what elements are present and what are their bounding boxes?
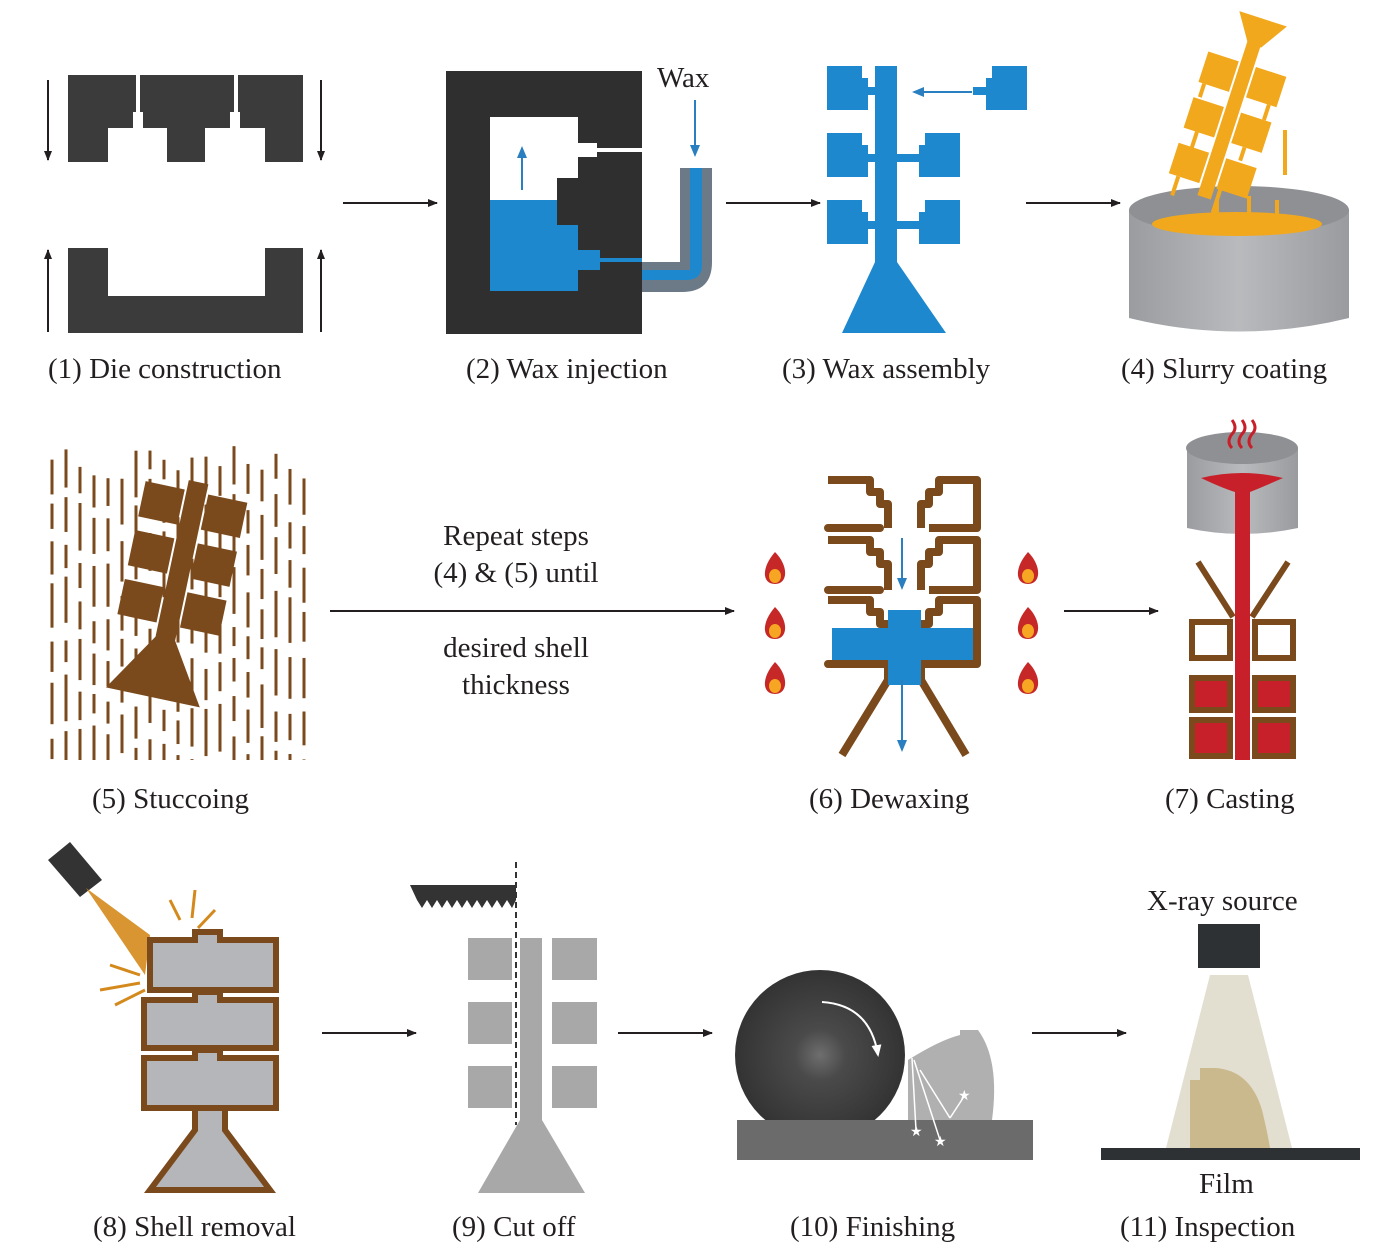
step6-dewax-illustration — [764, 476, 1039, 758]
saw-blade-icon — [410, 885, 516, 908]
step11-inspection-illustration — [1101, 924, 1360, 1160]
xray-source — [1198, 924, 1260, 968]
step3-wax-tree-illustration — [827, 66, 1027, 333]
workpiece — [908, 1030, 995, 1120]
slurry-surface — [1152, 212, 1322, 236]
step6-label: (6) Dewaxing — [809, 783, 970, 815]
step3-label: (3) Wax assembly — [782, 353, 991, 385]
flame-core — [1022, 569, 1034, 583]
wax-pattern-left — [827, 66, 875, 244]
step9-label: (9) Cut off — [452, 1211, 576, 1243]
step7-casting-illustration — [1186, 419, 1298, 760]
coated-wax-tree — [1168, 11, 1287, 214]
svg-text:★: ★ — [910, 1125, 923, 1140]
step5-label: (5) Stuccoing — [92, 783, 250, 815]
die-top-half — [68, 75, 303, 162]
heat-steam-icon — [1227, 419, 1257, 450]
repeat-note-line1: Repeat steps — [443, 520, 589, 552]
step11-label: (11) Inspection — [1120, 1211, 1296, 1243]
film-plate — [1101, 1148, 1360, 1160]
grinder-table — [737, 1120, 1033, 1160]
step9-cutoff-illustration — [410, 862, 597, 1193]
step5-stucco-illustration — [50, 446, 306, 760]
step2-label: (2) Wax injection — [466, 353, 668, 385]
step4-slurry-illustration — [1129, 11, 1349, 332]
wax-pattern-right — [897, 66, 1027, 244]
step10-label: (10) Finishing — [790, 1211, 956, 1243]
repeat-note-line4: thickness — [462, 669, 570, 701]
step7-label: (7) Casting — [1165, 783, 1295, 815]
svg-text:★: ★ — [958, 1089, 971, 1104]
step1-die-illustration — [44, 75, 325, 333]
step10-finishing-illustration: ★ ★ ★ — [735, 970, 1033, 1160]
film-label: Film — [1199, 1168, 1254, 1200]
step2-wax-injection-illustration — [446, 71, 712, 334]
xray-source-label: X-ray source — [1147, 885, 1298, 917]
sprue — [875, 66, 897, 266]
repeat-note-bottom: desired shell thickness — [400, 630, 632, 704]
remaining-wax — [832, 610, 973, 685]
flame-icons — [764, 552, 1039, 694]
flame-core — [1022, 679, 1034, 693]
repeat-note-top: Repeat steps (4) & (5) until — [400, 518, 632, 592]
inspected-part — [1190, 1068, 1270, 1148]
flame-core — [769, 679, 781, 693]
cast-part-gray — [141, 929, 279, 1193]
svg-text:★: ★ — [934, 1135, 947, 1150]
step8-shell-removal-illustration — [48, 842, 279, 1193]
step4-label: (4) Slurry coating — [1121, 353, 1328, 385]
die-cavity-empty — [490, 117, 642, 200]
step1-label: (1) Die construction — [48, 353, 282, 385]
flame-core — [769, 624, 781, 638]
pour-cup — [842, 262, 946, 333]
shell-coated-tree — [105, 480, 248, 708]
drip — [1215, 200, 1219, 220]
wax-annotation: Wax — [657, 62, 710, 94]
flame-core — [769, 569, 781, 583]
grinding-wheel — [735, 970, 905, 1140]
repeat-note-line3: desired shell — [443, 632, 589, 664]
die-top-gap — [136, 75, 140, 113]
die-bottom-half — [68, 248, 303, 333]
wax-pattern-being-attached — [973, 66, 1027, 110]
rotation-arrow — [821, 1001, 882, 1057]
blast-nozzle — [48, 842, 102, 897]
slurry-pot-body — [1129, 210, 1349, 332]
blast-spray — [86, 888, 150, 975]
flame-core — [1022, 624, 1034, 638]
repeat-note-line2: (4) & (5) until — [433, 557, 599, 589]
step8-label: (8) Shell removal — [93, 1211, 296, 1243]
wax-fill — [490, 200, 642, 291]
